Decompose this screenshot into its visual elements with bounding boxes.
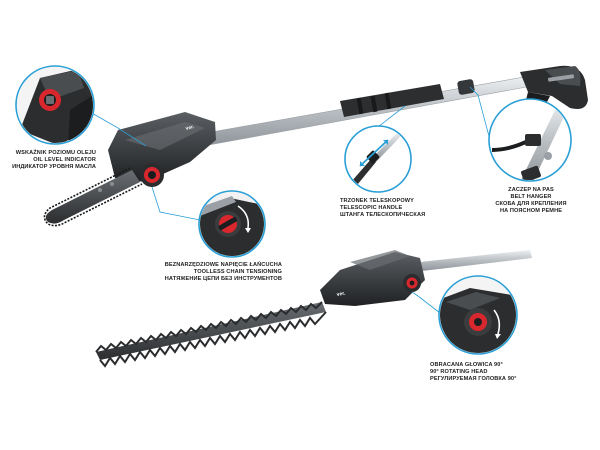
telescopic-lock-collar	[457, 79, 475, 95]
caption-line: TRZONEK TELESKOPOWY	[340, 198, 414, 204]
pole-hedge-trimmer: ver.	[95, 250, 532, 368]
telescopic-handle-icon	[346, 127, 410, 191]
belt-hanger-callout	[488, 98, 572, 182]
leader-telescopic	[377, 105, 406, 128]
leader-oil	[89, 111, 147, 147]
hedge-trimmer-shaft	[420, 250, 532, 271]
caption-line: 90° ROTATING HEAD	[430, 369, 488, 375]
oil-indicator-callout	[15, 65, 95, 145]
head-rotation-knob	[403, 274, 421, 292]
belt-hanger-caption: ZACZEP NA PAS BELT HANGER СКОБА ДЛЯ КРЕП…	[486, 187, 576, 215]
caption-line: BEZNARZĘDZIOWE NAPIĘCIE ŁAŃCUCHA	[164, 262, 282, 268]
rotating-head-icon	[440, 277, 516, 353]
svg-text:ver.: ver.	[185, 124, 195, 132]
svg-text:ver.: ver.	[336, 290, 346, 298]
chainsaw-guide-bar	[43, 167, 143, 227]
rotating-head-caption: OBRACANA GŁOWICA 90° 90° ROTATING HEAD Р…	[430, 362, 550, 383]
saw-motor-head: ver.	[108, 112, 216, 182]
rotating-head-callout	[438, 275, 518, 355]
caption-line: ZACZEP NA PAS	[508, 187, 554, 193]
caption-line: TOOLLESS CHAIN TENSIONING	[193, 269, 282, 275]
callout-leader-lines	[89, 86, 491, 314]
belt-hanger-icon	[490, 100, 570, 180]
chain-tension-knob-icon	[200, 192, 264, 256]
caption-line: OBRACANA GŁOWICA 90°	[430, 362, 503, 368]
chain-tensioning-callout	[198, 190, 266, 258]
caption-line: WSKAŹNIK POZIOMU OLEJU	[15, 150, 96, 156]
telescopic-handle-caption: TRZONEK TELESKOPOWY TELESCOPIC HANDLE ШТ…	[340, 198, 450, 219]
leader-rotate	[411, 291, 441, 314]
hedge-trimmer-blade	[95, 301, 327, 368]
leader-tension	[151, 186, 201, 221]
caption-line: ИНДИКАТОР УРОВНЯ МАСЛА	[12, 164, 96, 170]
caption-line: TELESCOPIC HANDLE	[340, 205, 403, 211]
leader-belt	[469, 86, 491, 141]
caption-line: ШТАНГА ТЕЛЕСКОПИЧЕСКАЯ	[340, 212, 426, 218]
chain-tensioning-caption: BEZNARZĘDZIOWE NAPIĘCIE ŁAŃCUCHA TOOLLES…	[150, 262, 282, 283]
chain-tension-knob	[140, 163, 164, 187]
telescopic-handle-callout	[344, 125, 412, 193]
oil-indicator-caption: WSKAŹNIK POZIOMU OLEJU OIL LEVEL INDICAT…	[0, 150, 96, 171]
oil-level-indicator-icon	[17, 67, 93, 143]
caption-line: НАТЯЖЕНИЕ ЦЕПИ БЕЗ ИНСТРУМЕНТОВ	[164, 276, 282, 282]
caption-line: OIL LEVEL INDICATOR	[33, 157, 96, 163]
caption-line: BELT HANGER	[510, 194, 552, 200]
caption-line: СКОБА ДЛЯ КРЕПЛЕНИЯ	[495, 201, 567, 207]
hedge-trimmer-motor-head: ver.	[320, 250, 425, 306]
shaft-grip	[340, 84, 444, 117]
caption-line: РЕГУЛИРУЕМАЯ ГОЛОВКА 90°	[430, 376, 517, 382]
caption-line: НА ПОЯСНОМ РЕМНЕ	[499, 208, 563, 214]
